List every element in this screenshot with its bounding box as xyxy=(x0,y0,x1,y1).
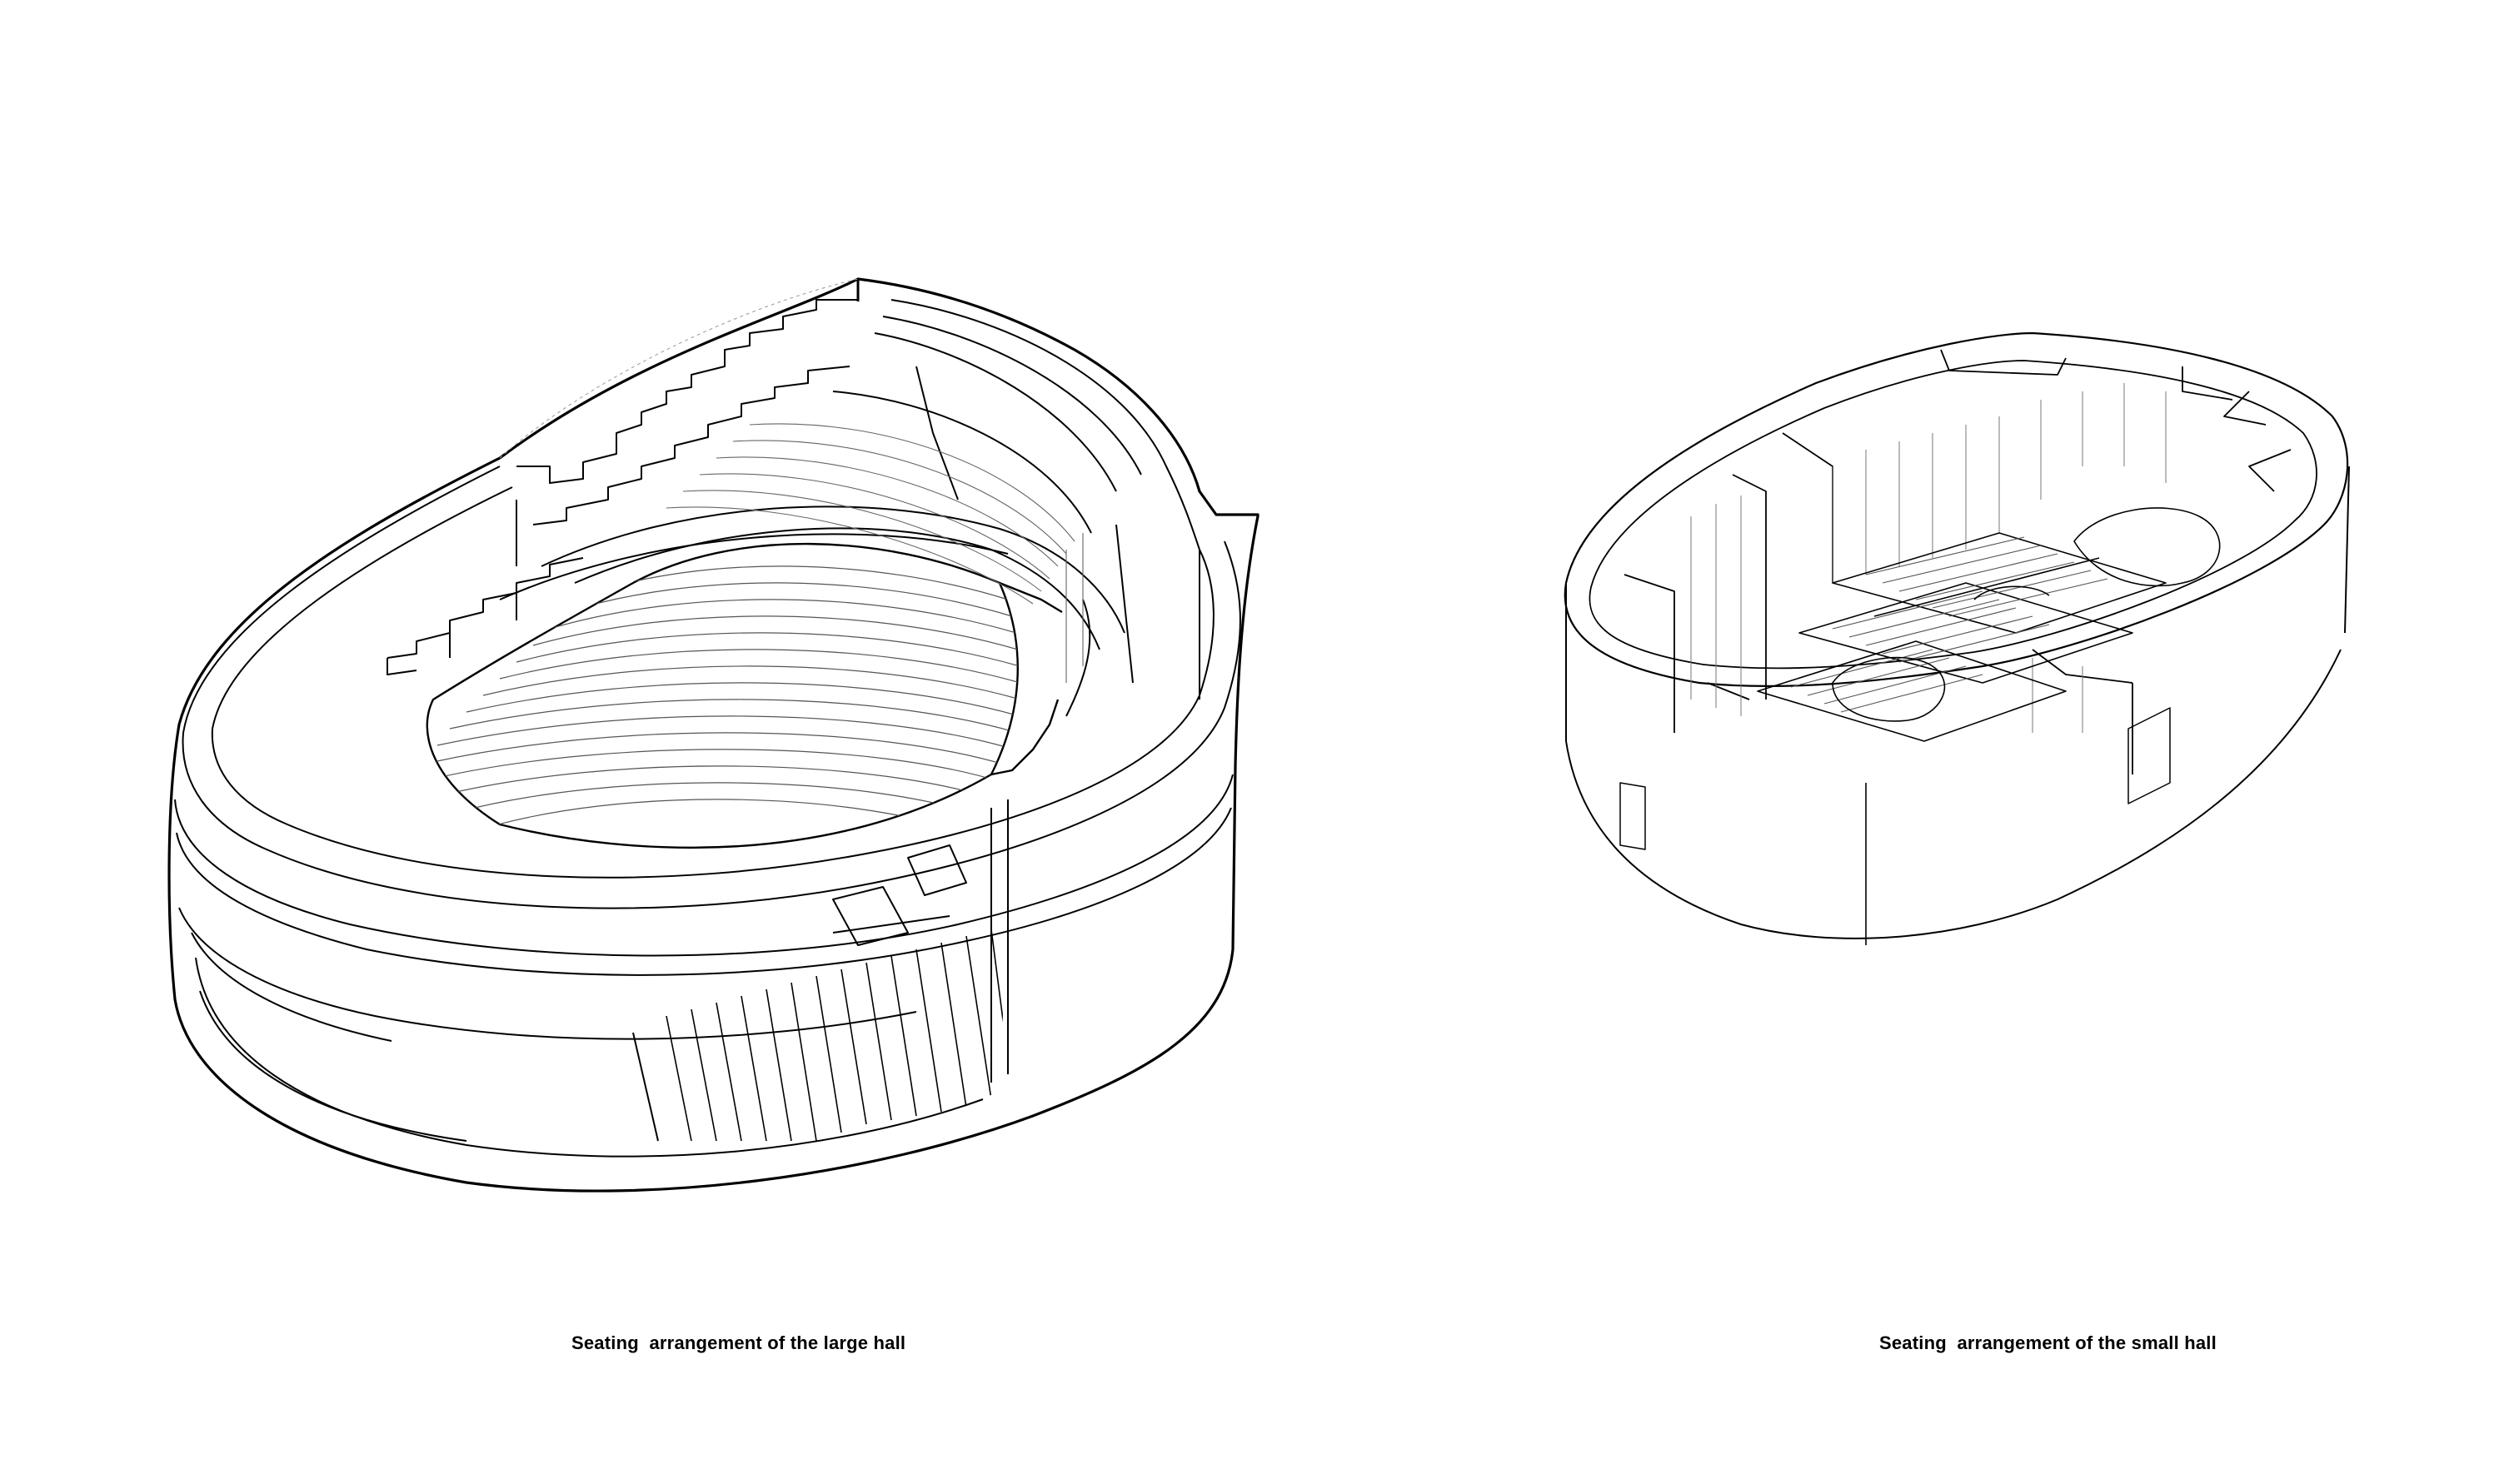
small-hall-inner-rim xyxy=(1589,360,2317,670)
large-hall-top-rim xyxy=(182,466,1241,909)
large-hall-bottom-band xyxy=(195,957,984,1158)
small-hall-door xyxy=(1619,782,1646,850)
large-hall-entrance xyxy=(832,844,967,946)
small-hall-seat-rows xyxy=(1790,536,2108,713)
small-hall-seat-platforms xyxy=(1757,532,2167,742)
small-hall-caption: Seating arrangement of the small hall xyxy=(1879,1332,2217,1353)
large-hall-lower-seats xyxy=(666,929,1008,1142)
large-hall-upper-balcony xyxy=(499,299,1200,717)
large-hall-caption: Seating arrangement of the large hall xyxy=(571,1332,906,1353)
small-hall-rail-loops xyxy=(1832,507,2221,722)
large-hall-middle-band xyxy=(174,774,1234,1083)
large-hall-outer-outline xyxy=(167,277,1259,1193)
small-hall-partitions xyxy=(1624,349,2292,774)
large-hall-main-bowl xyxy=(426,542,1063,849)
large-hall-seat-rows xyxy=(432,565,1018,834)
small-hall-drawing xyxy=(1564,331,2350,945)
small-hall-wall-panels xyxy=(1690,383,2167,733)
large-hall-side-steps xyxy=(387,557,584,675)
large-hall-drawing xyxy=(167,277,1259,1193)
small-hall-outer-wall xyxy=(1565,466,2350,945)
small-hall-outer-rim xyxy=(1564,331,2349,688)
large-hall-dashed-outline xyxy=(499,278,859,459)
large-hall-upper-tier-rows xyxy=(666,423,1084,683)
